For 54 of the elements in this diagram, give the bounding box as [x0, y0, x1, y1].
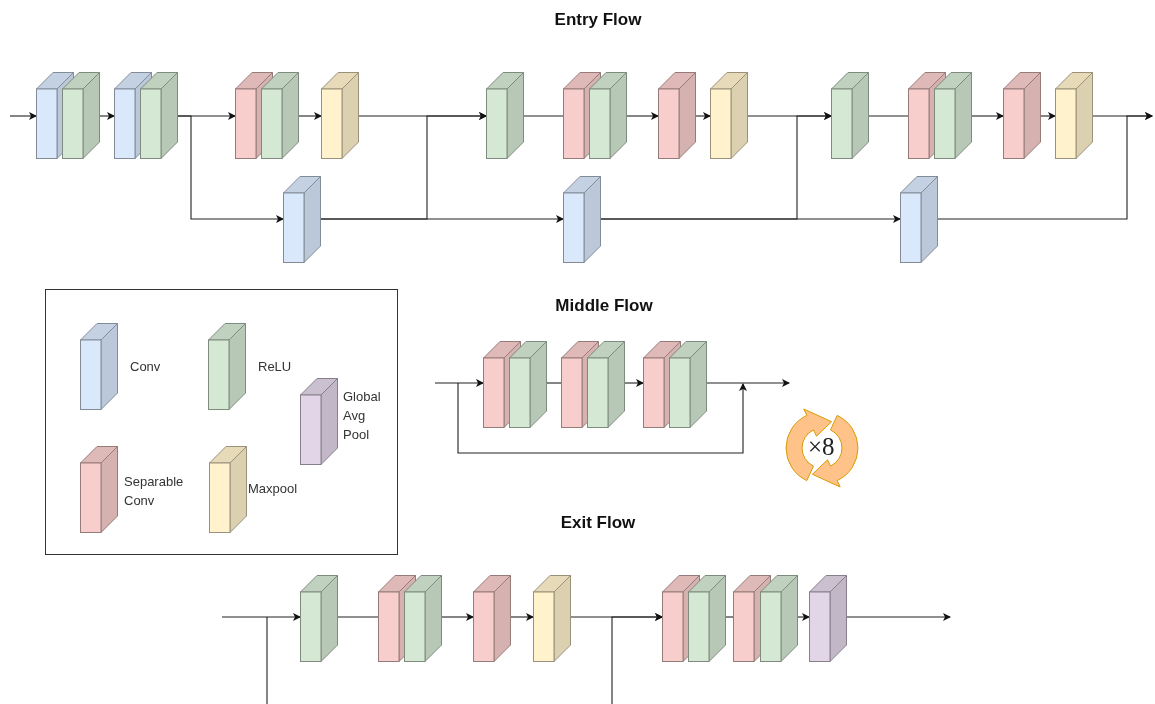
arrow: [99, 112, 115, 120]
arrow: [600, 215, 901, 223]
layer-block: [1055, 72, 1093, 159]
arrow: [706, 379, 790, 387]
arrow: [971, 112, 1004, 120]
arrow: [797, 613, 810, 621]
layer-block: [809, 575, 847, 662]
legend-label: Global Avg Pool: [343, 388, 382, 444]
layer-block: [589, 72, 627, 159]
layer-block: [934, 72, 972, 159]
layer-block: [300, 575, 338, 662]
layer-block: [831, 72, 869, 159]
arrow: [221, 613, 301, 621]
arrow: [846, 613, 951, 621]
arrow: [510, 613, 534, 621]
arrow: [611, 613, 663, 704]
layer-block: [587, 341, 625, 428]
arrow: [320, 215, 564, 223]
legend-label: ReLU: [258, 358, 292, 376]
arrow: [937, 112, 1153, 220]
layer-block: [710, 72, 748, 159]
arrow: [434, 379, 484, 387]
layer-block: [760, 575, 798, 662]
section-title: Exit Flow: [560, 513, 636, 533]
layer-block: [900, 176, 938, 263]
layer-block: [669, 341, 707, 428]
arrow: [695, 112, 711, 120]
arrow: [441, 613, 474, 621]
arrow: [9, 112, 37, 120]
repeat-count: ×8: [808, 433, 835, 461]
layer-block: [1003, 72, 1041, 159]
layer-block: [140, 72, 178, 159]
arrow: [1040, 112, 1056, 120]
layer-block: [533, 575, 571, 662]
layer-block: [321, 72, 359, 159]
layer-block: [283, 176, 321, 263]
layer-block: [404, 575, 442, 662]
layer-block: [563, 176, 601, 263]
layer-block: [261, 72, 299, 159]
section-title: Entry Flow: [554, 10, 642, 30]
arrow: [624, 379, 644, 387]
legend-label: Conv: [130, 358, 161, 376]
legend-label: Separable Conv: [124, 473, 185, 510]
layer-block: [62, 72, 100, 159]
layer-block: [473, 575, 511, 662]
layer-block: [688, 575, 726, 662]
arrow: [626, 112, 659, 120]
layer-block: [509, 341, 547, 428]
legend-label: Maxpool: [248, 480, 298, 498]
layer-block: [486, 72, 524, 159]
layer-block: [658, 72, 696, 159]
arrow: [177, 115, 284, 223]
arrow: [298, 112, 322, 120]
section-title: Middle Flow: [555, 296, 653, 316]
